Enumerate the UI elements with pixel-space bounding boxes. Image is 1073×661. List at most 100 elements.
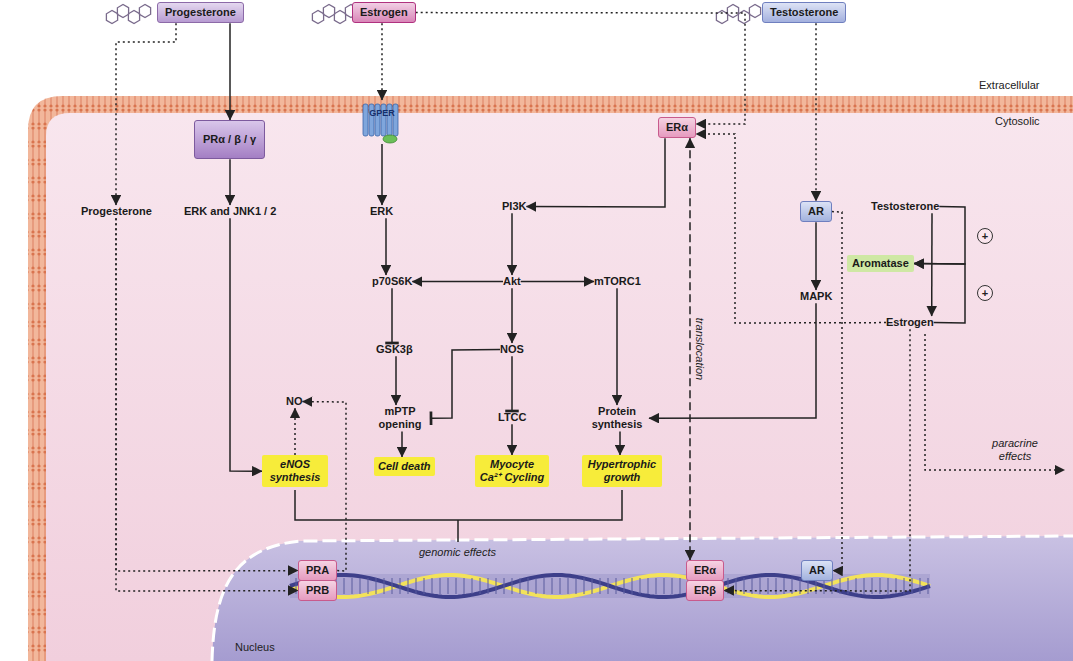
receptor-box: AR (800, 201, 832, 222)
pathway-node: Progesterone (81, 205, 152, 218)
receptor-box: ERβ (686, 580, 724, 601)
node-text: Progesterone (81, 205, 152, 218)
arrow-connector (385, 218, 387, 275)
node-text: Testosterone (770, 6, 838, 19)
node-text: ERα (694, 564, 716, 577)
plus-sign: + (977, 285, 993, 301)
region-label: Extracellular (979, 79, 1040, 92)
node-text: Myocyte Ca²⁺ Cycling (479, 458, 545, 484)
node-text: Testosterone (871, 200, 939, 213)
node-text: p70S6K (372, 275, 412, 288)
outcome-box: Cell death (374, 457, 435, 476)
arrow-connector (381, 144, 383, 205)
arrow-connector (511, 288, 513, 343)
node-text: Progesterone (165, 6, 236, 19)
arrow-connector (229, 23, 231, 120)
node-text: ERα (666, 121, 688, 134)
receptor-box: Estrogen (352, 2, 416, 23)
arrow-connector (116, 218, 298, 591)
arrow-connector (724, 329, 910, 591)
arrow-connector (229, 159, 231, 205)
edge-label: translocation (694, 318, 706, 380)
arrow-connector (649, 303, 816, 418)
arrow-connector (511, 424, 513, 455)
receptor-box: Progesterone (157, 2, 244, 23)
receptor-box: PRA (298, 560, 337, 581)
node-text: Aromatase (852, 257, 909, 270)
pathway-node: GSK3β (376, 343, 413, 356)
arrow-connector (689, 138, 691, 560)
arrow-connector (619, 431, 621, 455)
region-label: Cytosolic (995, 115, 1040, 128)
outcome-box: Myocyte Ca²⁺ Cycling (475, 455, 549, 487)
node-text: PI3K (502, 200, 526, 213)
node-text: Estrogen (360, 6, 408, 19)
region-label: Nucleus (235, 641, 275, 654)
arrow-connector (416, 13, 745, 124)
pathway-node: mTORC1 (594, 275, 641, 288)
arrow-connector (832, 212, 842, 571)
node-text: AR (808, 205, 824, 218)
arrow-connector (616, 288, 618, 405)
arrow-connector (815, 23, 817, 201)
node-text: Cell death (378, 460, 431, 473)
node-text: NOS (500, 343, 524, 356)
receptor-box: GPER (360, 100, 404, 144)
receptor-box: Aromatase (847, 255, 914, 272)
node-text: Akt (503, 275, 521, 288)
arrow-connector (511, 213, 513, 275)
inhibition-connector (431, 350, 500, 419)
receptor-box: PRB (298, 580, 337, 601)
pathway-node: Testosterone (871, 200, 939, 213)
node-text: AR (809, 564, 825, 577)
pathway-node: NO (286, 395, 303, 408)
arrow-connector (294, 408, 296, 455)
region-label: genomic effects (419, 546, 496, 559)
region-label: paracrine effects (984, 437, 1046, 463)
outcome-box: eNOS synthesis (262, 455, 328, 487)
arrow-connector (401, 431, 403, 457)
node-text: ERK and JNK1 / 2 (184, 205, 276, 218)
arrow-connector (815, 222, 817, 290)
node-text: PRα / β / γ (203, 133, 256, 146)
pathway-node: Akt (503, 275, 521, 288)
receptor-box: Protein synthesis (585, 405, 649, 431)
arrow-connector (527, 138, 666, 207)
node-text: GPER (360, 100, 404, 119)
pathway-node: ERK (370, 205, 393, 218)
node-text: GSK3β (376, 343, 413, 356)
node-text: eNOS synthesis (266, 458, 324, 484)
pathway-node: NOS (500, 343, 524, 356)
arrow-connector (914, 207, 965, 264)
plus-sign: + (977, 228, 993, 244)
node-text: mPTP opening (369, 405, 431, 431)
arrow-connector (230, 218, 262, 471)
inhibition-connector (511, 356, 513, 411)
pathway-node: p70S6K (372, 275, 412, 288)
pathway-node: LTCC (498, 411, 527, 424)
outcome-box: Hypertrophic growth (582, 455, 662, 487)
receptor-box: AR (801, 560, 833, 581)
node-text: Protein synthesis (585, 405, 649, 431)
inhibition-connector (391, 288, 393, 343)
receptor-box: PRα / β / γ (194, 120, 265, 159)
node-text: mTORC1 (594, 275, 641, 288)
node-text: NO (286, 395, 303, 408)
arrow-connector (412, 281, 503, 283)
pathway-node: PI3K (502, 200, 526, 213)
pathway-node: ERK and JNK1 / 2 (184, 205, 276, 218)
receptor-box: ERα (686, 560, 724, 581)
node-text: ERβ (694, 584, 716, 597)
receptor-box: mPTP opening (369, 405, 431, 431)
arrow-connector (381, 23, 383, 100)
node-text: PRB (306, 584, 329, 597)
arrow-connector (914, 264, 965, 323)
node-text: LTCC (498, 411, 527, 424)
arrow-connector (116, 218, 298, 571)
receptor-box: ERα (658, 117, 696, 138)
arrow-connector (931, 213, 933, 316)
arrow-connector (395, 356, 397, 405)
node-text: Hypertrophic growth (586, 458, 658, 484)
